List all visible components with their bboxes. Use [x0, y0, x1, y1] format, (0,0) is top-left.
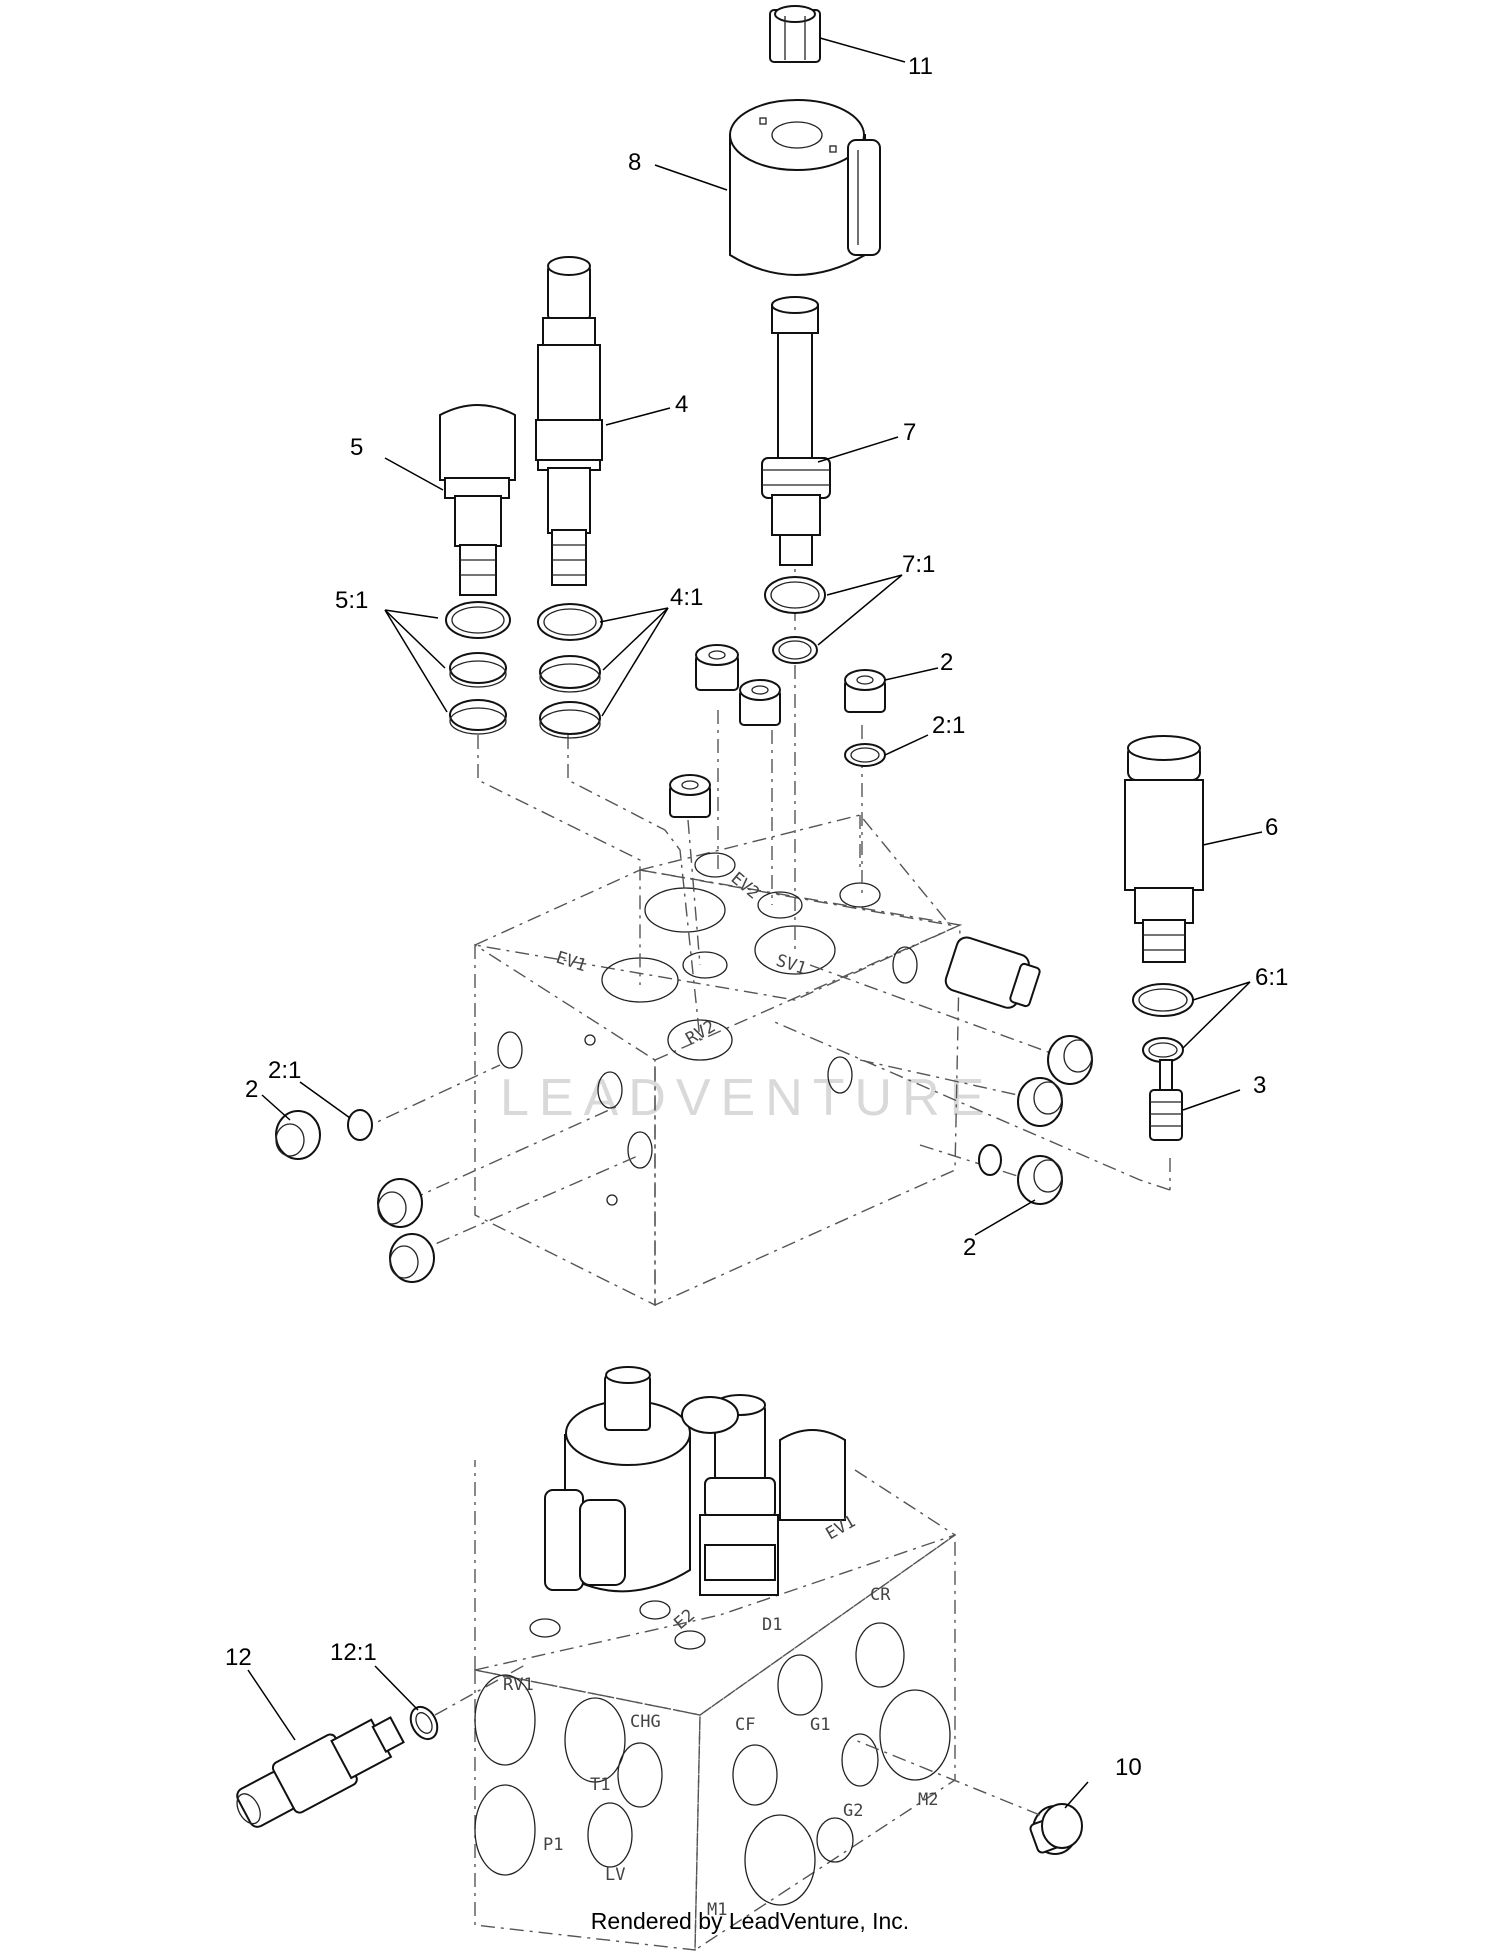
port-label-rv1: RV1	[503, 1675, 534, 1695]
part-6-cartridge	[1124, 735, 1204, 963]
port-label-t1: T1	[590, 1775, 610, 1795]
part-4-1-seals	[537, 603, 603, 739]
callout-6-1: 6:1	[1255, 964, 1288, 991]
upper-manifold-block: EV1 RV2 SV1 EV2	[472, 814, 963, 1307]
watermark: LEADVENTURE	[500, 1069, 994, 1127]
callout-2-1-top: 2:1	[932, 712, 965, 739]
part-12-relief-valve	[236, 1716, 405, 1828]
callout-7-1: 7:1	[902, 551, 935, 578]
callout-2-top: 2	[940, 649, 953, 676]
port-label-cf: CF	[735, 1715, 755, 1735]
part-10-plug	[1029, 1803, 1083, 1855]
callout-7: 7	[903, 419, 916, 446]
port-label-lv: LV	[605, 1865, 625, 1885]
port-label-ev2: EV2	[727, 869, 763, 904]
leader-lines	[247, 37, 1263, 1809]
port-label-cr: CR	[870, 1585, 891, 1605]
callout-4: 4	[675, 391, 688, 418]
port-label-m1: M1	[707, 1900, 727, 1920]
port-label-sv1: SV1	[773, 951, 808, 980]
part-2-plugs-side	[275, 1035, 1093, 1283]
part-4-relief-cartridge	[535, 256, 603, 586]
callout-5-1: 5:1	[335, 587, 368, 614]
callout-2-left: 2	[245, 1076, 258, 1103]
port-label-d1: D1	[762, 1615, 782, 1635]
part-12-1-o-ring	[409, 1705, 439, 1741]
callout-3: 3	[1253, 1072, 1266, 1099]
callout-11: 11	[908, 53, 933, 80]
port-label-m2: M2	[918, 1790, 938, 1810]
part-5-1-seals	[445, 601, 511, 735]
centerline-10	[854, 1739, 1041, 1816]
callout-12-1: 12:1	[330, 1639, 377, 1666]
part-3-poppet	[1149, 1059, 1183, 1141]
part-7-1-o-rings	[764, 576, 826, 664]
part-11-nut	[769, 5, 821, 63]
callout-2-bottom: 2	[963, 1234, 976, 1261]
port-label-g2: G2	[843, 1801, 863, 1821]
port-label-p1: P1	[543, 1835, 563, 1855]
port-label-ev1: EV1	[553, 948, 588, 977]
callout-8: 8	[628, 149, 641, 176]
callout-10: 10	[1115, 1754, 1142, 1781]
port-label-chg: CHG	[630, 1712, 661, 1732]
footer-credit: Rendered by LeadVenture, Inc.	[590, 1908, 910, 1934]
part-6-1-o-rings	[1132, 983, 1194, 1063]
part-8-solenoid-coil	[729, 99, 881, 276]
callout-12: 12	[225, 1644, 252, 1671]
port-label-g1: G1	[810, 1715, 830, 1735]
part-7-solenoid-cartridge	[761, 296, 831, 566]
callout-2-1-left: 2:1	[268, 1057, 301, 1084]
callout-4-1: 4:1	[670, 584, 703, 611]
port-label-e2: E2	[670, 1605, 699, 1633]
centerline-12	[434, 1664, 526, 1716]
lower-manifold-assembly: EV1 E2 RV1 CHG T1 P1 LV D1 CR CF G1 G2 M…	[474, 1366, 956, 1952]
part-5-check-cartridge	[439, 404, 516, 596]
side-fitting	[944, 936, 1041, 1009]
callout-6: 6	[1265, 814, 1278, 841]
callout-5: 5	[350, 434, 363, 461]
assembly-centerlines-upper	[359, 520, 1171, 1256]
part-2-plugs-top	[669, 644, 886, 818]
